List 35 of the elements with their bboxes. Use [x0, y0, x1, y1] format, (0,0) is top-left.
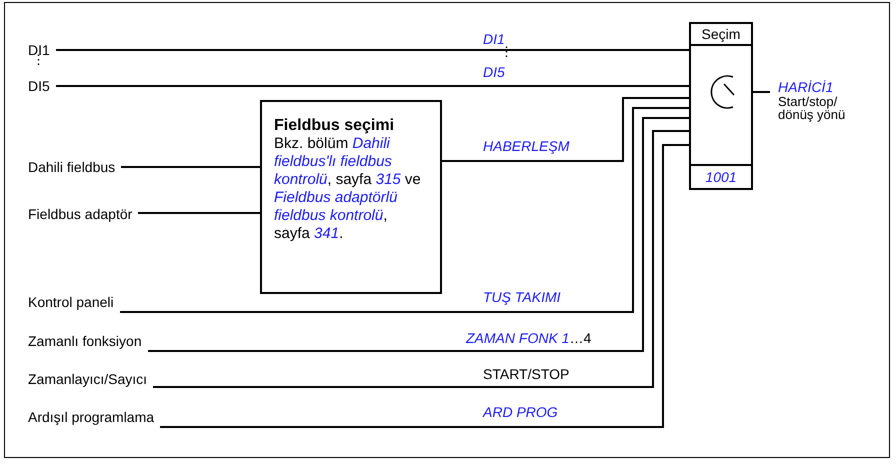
- connector-line: [56, 49, 689, 51]
- source-label: DI5: [28, 78, 50, 94]
- connector-line: [120, 107, 689, 313]
- source-label: Zamanlayıcı/Sayıcı: [28, 371, 148, 387]
- process-box: [260, 100, 442, 294]
- connector-line: [442, 97, 689, 162]
- box-text: Bkz. bölüm Dahili fieldbus'lı fieldbus kontrolü, sayfa 315 ve Fieldbus adaptörlü fieldbus kontrolü, sayfa 341.: [274, 135, 422, 243]
- edge-label: ARD PROG: [483, 404, 558, 420]
- source-label: DI1: [28, 42, 50, 58]
- parameter-number: 1001: [691, 164, 751, 188]
- edge-label: DI1: [483, 31, 505, 47]
- selector-block: [689, 22, 753, 190]
- edge-label: TUŞ TAKIMI: [483, 289, 561, 305]
- edge-label: ZAMAN FONK 1…4: [466, 330, 592, 346]
- edge-label: START/STOP: [483, 366, 570, 382]
- connector-line: [138, 212, 260, 214]
- connector-line: [121, 166, 260, 168]
- edge-label: DI5: [483, 64, 505, 80]
- source-label: Dahili fieldbus: [28, 159, 116, 175]
- source-label: Fieldbus adaptör: [28, 206, 132, 222]
- edge-label: HABERLEŞM: [483, 138, 570, 154]
- output-description: Start/stop/ dönüş yönü: [778, 95, 846, 121]
- vertical-ellipsis: ⋮: [500, 48, 513, 56]
- connector-line: [753, 91, 770, 93]
- connector-line: [56, 85, 689, 87]
- output-name: HARİCİ1: [778, 80, 834, 95]
- vertical-ellipsis: ⋮: [32, 56, 45, 64]
- connector-line: [148, 117, 689, 352]
- source-label: Zamanlı fonksiyon: [28, 333, 142, 349]
- source-label: Kontrol paneli: [28, 294, 114, 310]
- connector-line: [160, 144, 689, 428]
- block-header: Seçim: [691, 24, 751, 46]
- source-label: Ardışıl programlama: [28, 409, 154, 425]
- box-heading: Fieldbus seçimi: [274, 116, 396, 135]
- connector-line: [153, 130, 689, 388]
